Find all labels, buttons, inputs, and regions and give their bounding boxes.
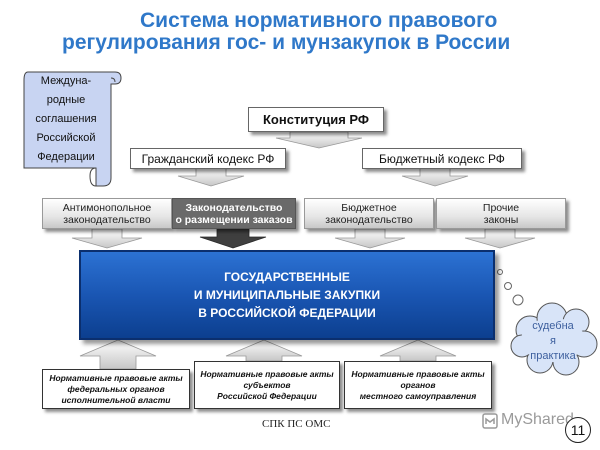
page-number: 11 [565,417,591,443]
civil-code-box: Гражданский кодекс РФ [130,148,286,169]
cloud-bubble-3 [512,294,524,306]
cloud-bubble-1 [497,269,503,275]
constitution-box: Конституция РФ [248,107,384,132]
title-line-2: регулирования гос- и мунзакупок в России [62,31,511,54]
arrow-federal-up [79,339,157,370]
other-laws-box: Прочие законы [436,198,566,229]
arrow-other-laws [464,228,536,249]
watermark-text: MyShared [501,411,574,428]
scroll-text: Междуна- родные соглашения Российской Фе… [35,74,97,163]
footer-label: СПК ПС ОМС [262,418,331,430]
arrow-budget-law [334,228,406,249]
arrow-civil-code [177,167,245,187]
arrow-antimonopoly [71,228,143,249]
arrow-municipal-up [379,339,457,362]
cloud-text: судебна я практика [530,319,576,362]
budget-law-box: Бюджетное законодательство [304,198,434,229]
arrow-budget-code [401,167,469,187]
cloud-shape [510,302,598,376]
municipal-acts-box: Нормативные правовые акты органов местно… [344,361,492,409]
regional-acts-box: Нормативные правовые акты субъектов Росс… [194,361,340,409]
budget-code-box: Бюджетный кодекс РФ [362,148,522,169]
cloud-bubble-2 [504,282,512,290]
arrow-procurement [199,228,267,249]
federal-acts-box: Нормативные правовые акты федеральных ор… [42,369,190,409]
arrow-regional-up [225,339,303,362]
watermark-icon [482,413,498,429]
antimonopoly-law-box: Антимонопольное законодательство [42,198,172,229]
procurement-law-box: Законодательство о размещении заказов [172,198,296,229]
title-line-1: Система нормативного правового [140,9,498,32]
arrow-constitution-to-codes [275,131,363,149]
central-procurement-box: ГОСУДАРСТВЕННЫЕ И МУНИЦИПАЛЬНЫЕ ЗАКУПКИ … [79,250,495,340]
